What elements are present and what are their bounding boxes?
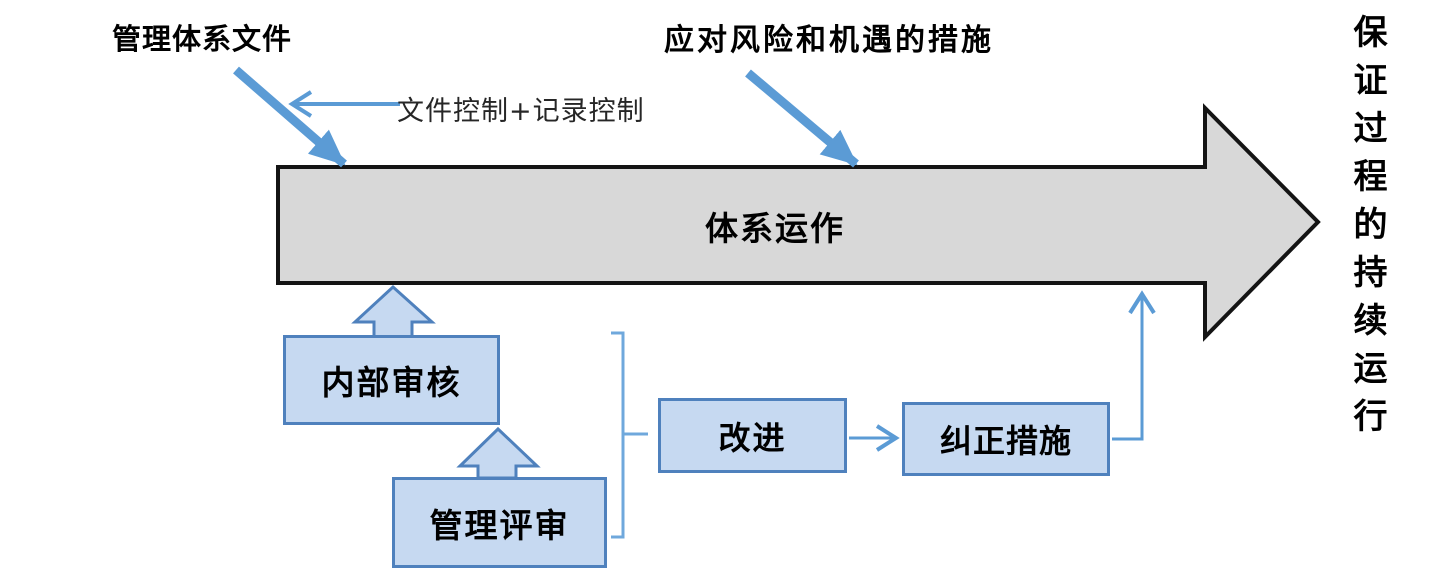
system-operation-arrow bbox=[276, 103, 1321, 342]
management-system-documents-label: 管理体系文件 bbox=[112, 22, 293, 56]
corrective-to-bar-connector bbox=[1112, 290, 1156, 441]
management-review-box: 管理评审 bbox=[392, 477, 607, 568]
system-operation-label: 体系运作 bbox=[705, 209, 845, 248]
corrective-action-box: 纠正措施 bbox=[902, 402, 1110, 476]
doc-to-bar-arrow bbox=[233, 66, 347, 168]
grouping-bracket bbox=[611, 331, 648, 539]
improvement-box: 改进 bbox=[658, 398, 847, 473]
management-review-up-block-arrow bbox=[456, 426, 541, 480]
document-record-control-caption: 文件控制+记录控制 bbox=[397, 96, 645, 127]
internal-audit-up-block-arrow bbox=[351, 284, 436, 339]
internal-audit-box: 内部审核 bbox=[283, 335, 500, 425]
risk-opportunity-measures-label: 应对风险和机遇的措施 bbox=[664, 23, 994, 58]
risk-to-bar-arrow bbox=[745, 69, 859, 168]
continuous-operation-vertical-label: 保证过程的持续运行 bbox=[1347, 14, 1387, 446]
